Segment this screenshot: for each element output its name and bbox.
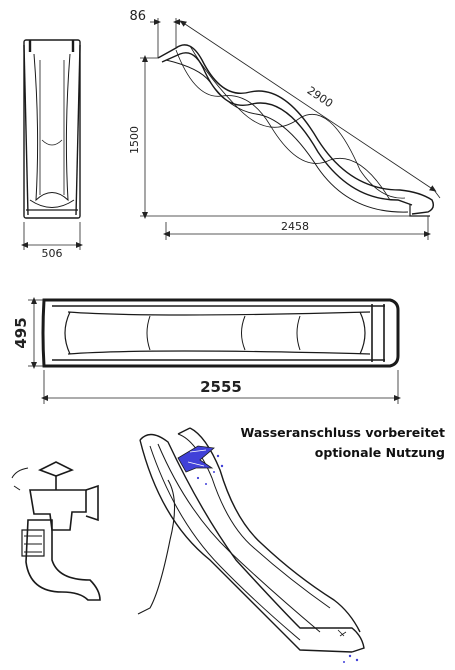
side-base-length-label: 2458	[281, 220, 309, 233]
note-line-prepared: Wasseranschluss vorbereitet	[240, 425, 445, 440]
water-tap-icon	[11, 461, 101, 601]
side-height-dimension: 1500	[128, 55, 410, 219]
water-connection-note: Wasseranschluss vorbereitet optionale Nu…	[228, 425, 445, 460]
side-height-label: 1500	[128, 126, 141, 154]
slide-perspective-drawing	[137, 427, 365, 653]
top-view	[41, 298, 400, 368]
side-base-dimension: 2458	[163, 216, 431, 240]
top-width-label: 495	[12, 317, 30, 348]
top-width-dimension: 495	[12, 297, 44, 369]
top-length-dimension: 2555	[41, 370, 401, 404]
side-length-dimension: 2900	[179, 20, 441, 199]
front-view	[23, 39, 81, 219]
note-line-optional: optionale Nutzung	[314, 445, 445, 460]
top-length-label: 2555	[200, 378, 242, 396]
side-top-offset-label: 86	[129, 9, 146, 24]
side-slide-length-label: 2900	[305, 84, 336, 110]
side-top-dimension: 86	[129, 9, 186, 58]
side-view	[157, 44, 435, 217]
water-spray-icon	[177, 445, 359, 663]
front-width-label: 506	[42, 247, 63, 260]
front-width-dimension: 506	[21, 222, 83, 260]
